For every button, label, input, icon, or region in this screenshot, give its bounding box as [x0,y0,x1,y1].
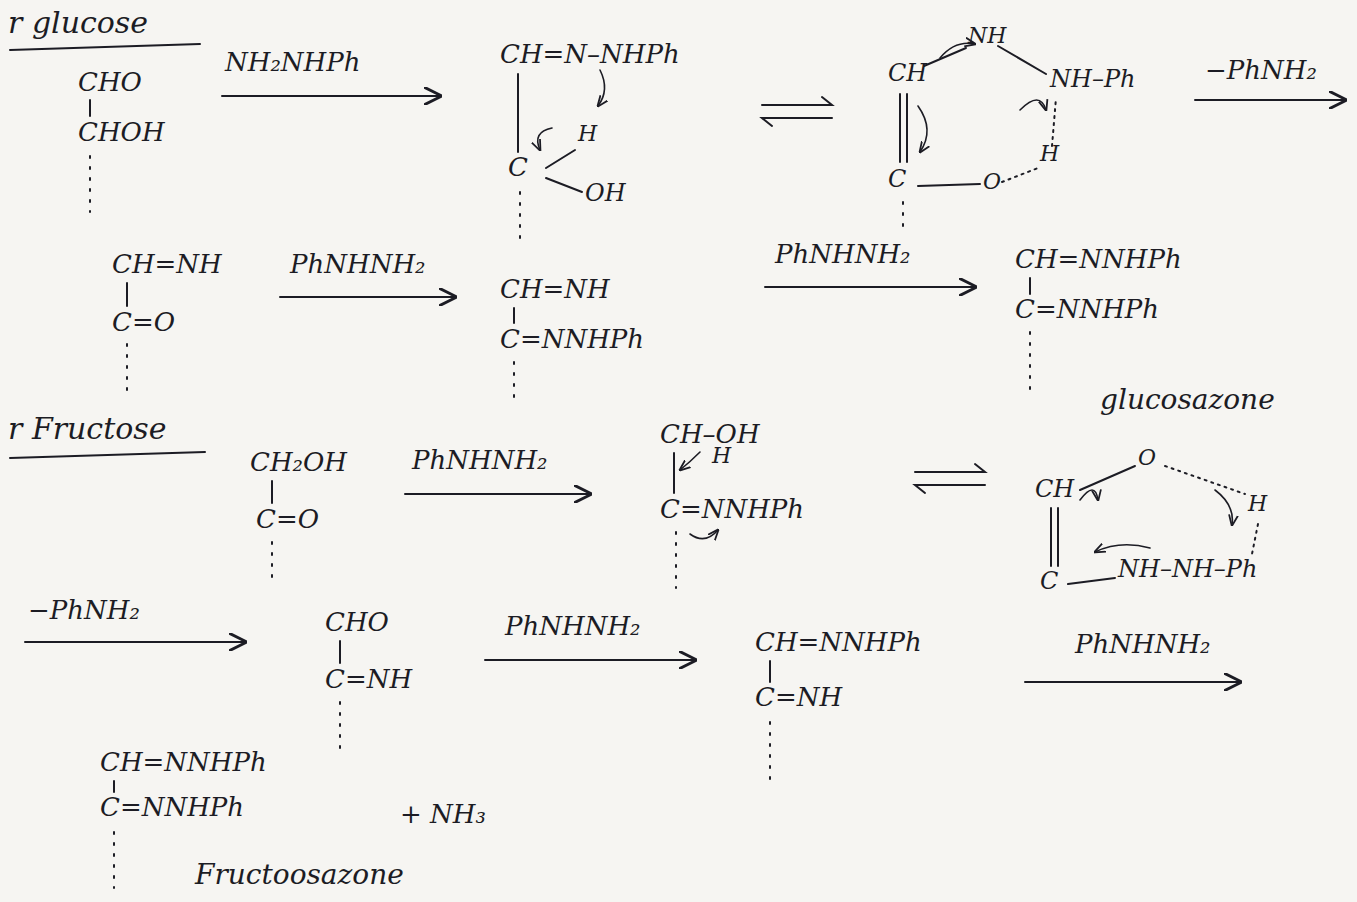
formula: CH [1035,476,1074,502]
curly-arrow [538,43,1233,552]
reagent: PhNHNH₂ [290,250,426,279]
formula: CH=NNHPh [755,628,922,657]
hydrogen-bond [1002,98,1258,554]
formula: C=NNHPh [1015,295,1159,324]
reaction-arrow [765,286,975,288]
heading: r glucose [8,6,148,39]
heading: r Fructose [8,412,166,445]
equilibrium-arrow [762,118,832,126]
formula: + NH₃ [400,800,486,829]
formula: CH=N–NHPh [500,40,680,69]
formula: CHO [325,608,389,637]
formula: H [712,444,731,468]
formula: H [578,122,597,146]
reaction-arrow [485,659,695,661]
formula: C=NH [325,665,412,694]
reagent: PhNHNH₂ [412,446,548,475]
formula: CH₂OH [250,448,347,477]
formula: NH [968,24,1006,48]
product-name: glucosazone [1100,385,1275,416]
formula: CHO [78,68,142,97]
formula: NH–NH–Ph [1118,556,1257,582]
reaction-arrow [1195,99,1345,101]
formula: O [1138,446,1156,470]
reagent: PhNHNH₂ [505,612,641,641]
reagent: −PhNH₂ [28,596,140,625]
formula: NH–Ph [1050,66,1136,92]
formula: O [983,170,1001,194]
equilibrium-arrow [762,97,832,105]
reagent: PhNHNH₂ [775,240,911,269]
formula: H [1248,492,1267,516]
equilibrium-arrow [915,464,985,472]
formula: C=NNHPh [660,495,804,524]
bond [90,46,1135,792]
underline [10,452,205,458]
formula: CH=NNHPh [1015,245,1182,274]
reaction-arrow [405,493,590,495]
formula: C=NNHPh [500,325,644,354]
product-name: Fructoosazone [195,860,404,891]
formula: CHOH [78,118,165,147]
chain-dots [90,156,1030,888]
reaction-arrow [25,641,245,643]
formula: H [1040,142,1059,166]
equilibrium-arrow [915,485,985,493]
formula: C=O [256,505,319,534]
formula: OH [585,180,626,206]
formula: C [1040,568,1058,594]
formula: C=O [112,308,175,337]
reaction-arrow [1025,681,1240,683]
formula: CH–OH [660,420,760,449]
reaction-arrow [222,95,440,97]
formula: CH=NH [500,275,610,304]
formula: CH=NH [112,250,222,279]
reagent: −PhNH₂ [1205,56,1317,85]
formula: C=NNHPh [100,793,244,822]
reaction-arrow [280,296,455,298]
formula: CH [888,60,927,86]
formula: C [508,153,528,182]
formula: C [888,166,906,192]
underline [10,44,200,50]
formula: CH=NNHPh [100,748,267,777]
reagent: NH₂NHPh [225,48,361,77]
formula: C=NH [755,683,842,712]
reagent: PhNHNH₂ [1075,630,1211,659]
